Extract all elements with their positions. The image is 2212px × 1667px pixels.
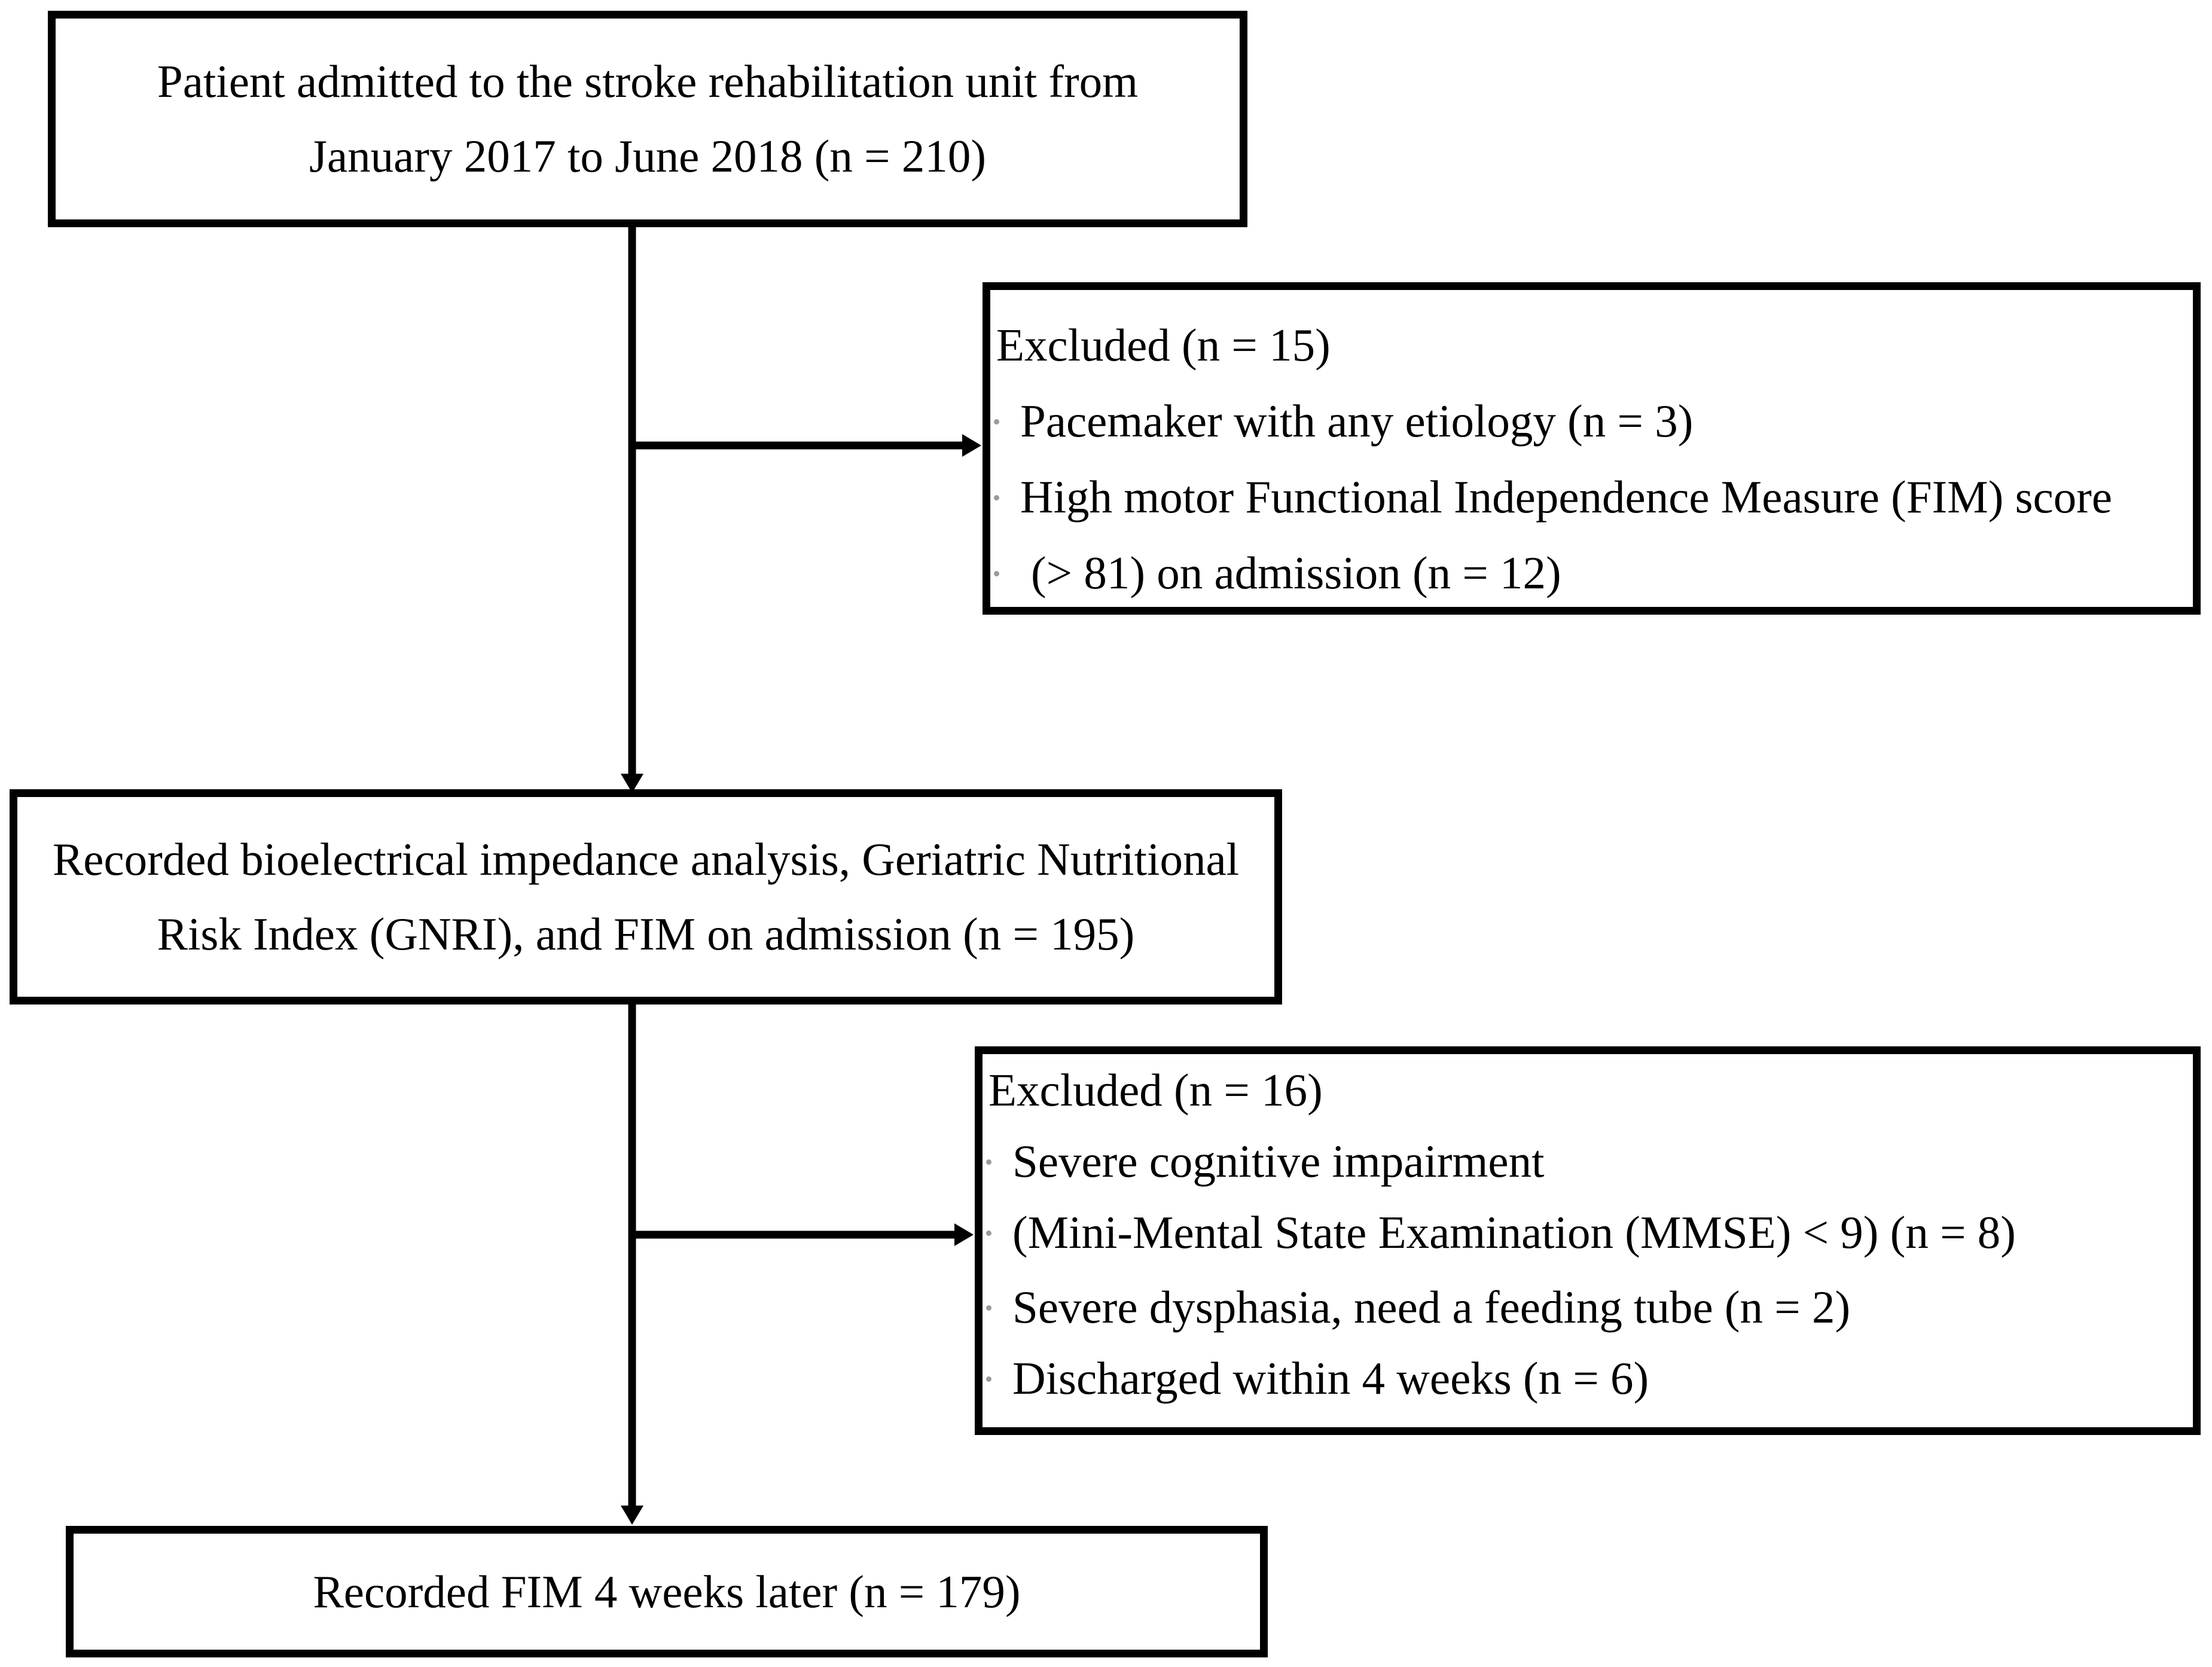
exclusion-box-1-item-text: (> 81) on admission (n = 12) [1031, 547, 1561, 599]
arrow-down-2-head-icon [621, 1506, 643, 1525]
bullet-dot-icon [994, 419, 999, 425]
exclusion-box-1-item-text: Pacemaker with any etiology (n = 3) [1020, 395, 1694, 447]
bullet-dot-icon [986, 1376, 991, 1382]
recorded-followup-line: Recorded FIM 4 weeks later (n = 179) [313, 1565, 1021, 1617]
exclusion-box-2-item-text: (Mini-Mental State Examination (MMSE) < … [1012, 1207, 2016, 1258]
bullet-dot-icon [986, 1159, 991, 1165]
exclusion-box-2-item: Severe cognitive impairment [983, 1130, 2181, 1193]
exclusion-box-1-title: Excluded (n = 15) [996, 319, 1331, 371]
exclusion-box-1-item: High motor Functional Independence Measu… [990, 466, 2181, 529]
recorded-admission-box: Recorded bioelectrical impedance analysi… [10, 789, 1282, 1005]
admitted-patients-box: Patient admitted to the stroke rehabilit… [48, 11, 1247, 227]
exclusion-box-2-item-text: Discharged within 4 weeks (n = 6) [1012, 1352, 1649, 1404]
arrow-right-2-head-icon [954, 1223, 974, 1246]
exclusion-box-2-item-text: Severe cognitive impairment [1012, 1135, 1545, 1187]
admitted-patients-line-2: January 2017 to June 2018 (n = 210) [309, 130, 986, 182]
exclusion-box-2-item: Discharged within 4 weeks (n = 6) [983, 1347, 2181, 1410]
arrow-down-1-head-icon [621, 774, 643, 793]
recorded-followup-box: Recorded FIM 4 weeks later (n = 179) [66, 1526, 1268, 1657]
exclusion-box-1-item: Pacemaker with any etiology (n = 3) [990, 390, 2181, 453]
exclusion-box-1-item: (> 81) on admission (n = 12) [990, 542, 2181, 604]
exclusion-box-1-item-text: High motor Functional Independence Measu… [1020, 471, 2113, 523]
bullet-dot-icon [994, 570, 999, 576]
exclusion-box-1: Excluded (n = 15) Pacemaker with any eti… [983, 282, 2201, 615]
exclusion-box-2-title: Excluded (n = 16) [988, 1064, 1323, 1116]
bullet-dot-icon [986, 1305, 991, 1311]
recorded-admission-line-2: Risk Index (GNRI), and FIM on admission … [157, 908, 1135, 960]
exclusion-box-2-item: Severe dysphasia, need a feeding tube (n… [983, 1276, 2181, 1339]
bullet-dot-icon [986, 1230, 991, 1236]
bullet-dot-icon [994, 494, 999, 500]
arrow-right-1-head-icon [962, 434, 981, 457]
exclusion-box-2-item: (Mini-Mental State Examination (MMSE) < … [983, 1201, 2181, 1264]
exclusion-box-2: Excluded (n = 16) Severe cognitive impai… [975, 1046, 2201, 1435]
recorded-admission-line-1: Recorded bioelectrical impedance analysi… [52, 834, 1240, 885]
admitted-patients-line-1: Patient admitted to the stroke rehabilit… [157, 56, 1139, 107]
exclusion-box-2-item-text: Severe dysphasia, need a feeding tube (n… [1012, 1281, 1851, 1333]
